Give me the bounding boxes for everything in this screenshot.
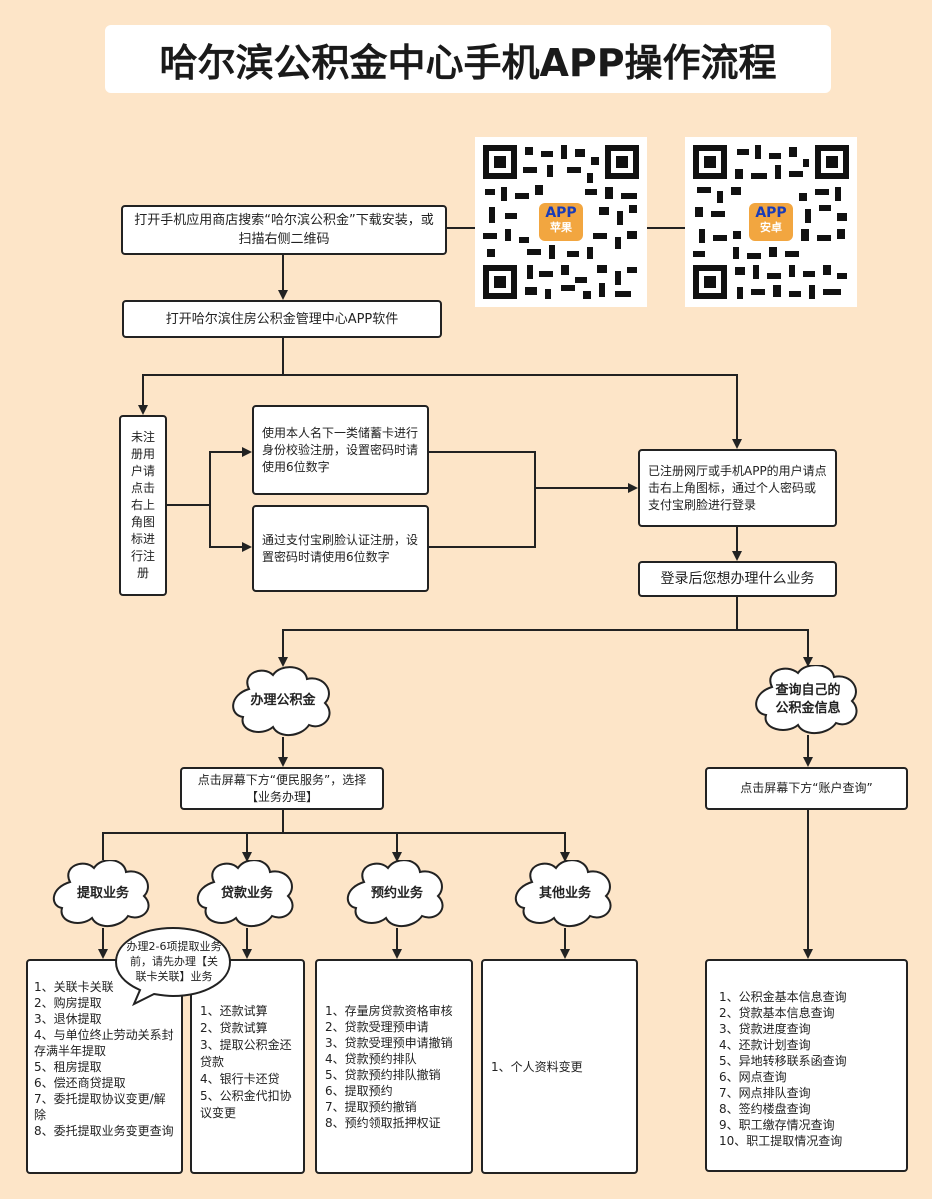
cloud-shape-appointment	[346, 860, 444, 927]
list-item: 5、公积金代扣协议变更	[200, 1089, 292, 1120]
list-item: 7、网点排队查询	[719, 1086, 811, 1100]
qr-label-android: 安卓	[760, 221, 782, 234]
list-item: 3、退休提取	[34, 1012, 102, 1026]
cloud-handle-fund: 办理公积金	[250, 693, 316, 708]
qr-code-ios[interactable]: APP 苹果	[475, 137, 647, 307]
list-item: 5、租房提取	[34, 1060, 102, 1074]
list-item: 8、委托提取业务变更查询	[34, 1124, 174, 1138]
cloud-shape-loan	[196, 860, 294, 927]
register-bank-card-box: 使用本人名下一类储蓄卡进行身份校验注册，设置密码时请使用6位数字	[252, 405, 429, 495]
open-app-step: 打开哈尔滨住房公积金管理中心APP软件	[122, 300, 442, 338]
qr-label-ios: 苹果	[550, 221, 572, 234]
list-item: 6、网点查询	[719, 1070, 787, 1084]
list-item: 1、还款试算	[200, 1004, 268, 1018]
cloud-shape-withdraw	[52, 860, 150, 927]
list-item: 3、贷款进度查询	[719, 1022, 811, 1036]
unregistered-box: 未注册用户请点击右上角图标进行注册	[119, 415, 167, 596]
qr-badge-ios: APP	[545, 205, 577, 221]
cloud-query-info: 查询自己的公积金信息	[775, 683, 841, 716]
list-item: 7、提取预约撤销	[325, 1100, 417, 1114]
list-item: 2、贷款基本信息查询	[719, 1006, 835, 1020]
list-item: 2、贷款受理预申请	[325, 1020, 429, 1034]
query-instruction-box: 点击屏幕下方“账户查询”	[705, 767, 908, 810]
withdraw-list: 1、关联卡关联 2、购房提取 3、退休提取 4、与单位终止劳动关系封存满半年提取…	[26, 959, 183, 1174]
download-step: 打开手机应用商店搜索“哈尔滨公积金”下载安装，或扫描右侧二维码	[121, 205, 447, 255]
list-item: 4、银行卡还贷	[200, 1072, 280, 1086]
list-item: 4、贷款预约排队	[325, 1052, 417, 1066]
register-alipay-box: 通过支付宝刷脸认证注册，设置密码时请使用6位数字	[252, 505, 429, 592]
category-withdraw: 提取业务	[76, 886, 129, 901]
category-other: 其他业务	[538, 886, 591, 901]
list-item: 7、委托提取协议变更/解除	[34, 1092, 166, 1122]
after-login-box: 登录后您想办理什么业务	[638, 561, 837, 597]
appointment-list: 1、存量房贷款资格审核 2、贷款受理预申请 3、贷款受理预申请撤销 4、贷款预约…	[315, 959, 473, 1174]
list-item: 4、与单位终止劳动关系封存满半年提取	[34, 1028, 174, 1058]
note-callout: 办理2-6项提取业务前，请先办理【关联卡关联】业务	[126, 939, 222, 983]
handle-instruction-box: 点击屏幕下方“便民服务”，选择【业务办理】	[180, 767, 384, 810]
loan-list: 1、还款试算 2、贷款试算 3、提取公积金还贷款 4、银行卡还贷 5、公积金代扣…	[190, 959, 305, 1174]
list-item: 3、贷款受理预申请撤销	[325, 1036, 453, 1050]
category-appointment: 预约业务	[370, 886, 423, 901]
list-item: 1、个人资料变更	[491, 1059, 583, 1074]
list-item: 8、签约楼盘查询	[719, 1102, 811, 1116]
list-item: 8、预约领取抵押权证	[325, 1116, 441, 1130]
query-list: 1、公积金基本信息查询 2、贷款基本信息查询 3、贷款进度查询 4、还款计划查询…	[705, 959, 908, 1172]
category-loan: 贷款业务	[220, 886, 273, 901]
cloud-shape-handle	[232, 666, 331, 736]
login-box: 已注册网厅或手机APP的用户请点击右上角图标，通过个人密码或支付宝刷脸进行登录	[638, 449, 837, 527]
page-title: 哈尔滨公积金中心手机APP操作流程	[105, 25, 831, 93]
list-item: 1、存量房贷款资格审核	[325, 1004, 453, 1018]
cloud-shape-other	[514, 860, 612, 927]
list-item: 9、职工缴存情况查询	[719, 1118, 835, 1132]
list-item: 3、提取公积金还贷款	[200, 1038, 292, 1069]
qr-badge-android: APP	[755, 205, 787, 221]
list-item: 5、贷款预约排队撤销	[325, 1068, 441, 1082]
list-item: 2、贷款试算	[200, 1021, 268, 1035]
qr-android-icon	[693, 145, 849, 299]
list-item: 2、购房提取	[34, 996, 102, 1010]
list-item: 4、还款计划查询	[719, 1038, 811, 1052]
list-item: 5、异地转移联系函查询	[719, 1054, 847, 1068]
qr-ios-icon	[483, 145, 639, 299]
list-item: 6、偿还商贷提取	[34, 1076, 126, 1090]
list-item: 1、公积金基本信息查询	[719, 990, 847, 1004]
cloud-shape-query	[755, 665, 858, 734]
note-bubble-shape	[114, 926, 232, 1007]
list-item: 1、关联卡关联	[34, 980, 114, 994]
qr-code-android[interactable]: APP 安卓	[685, 137, 857, 307]
list-item: 6、提取预约	[325, 1084, 393, 1098]
other-list: 1、个人资料变更	[481, 959, 638, 1174]
list-item: 10、职工提取情况查询	[719, 1134, 843, 1148]
